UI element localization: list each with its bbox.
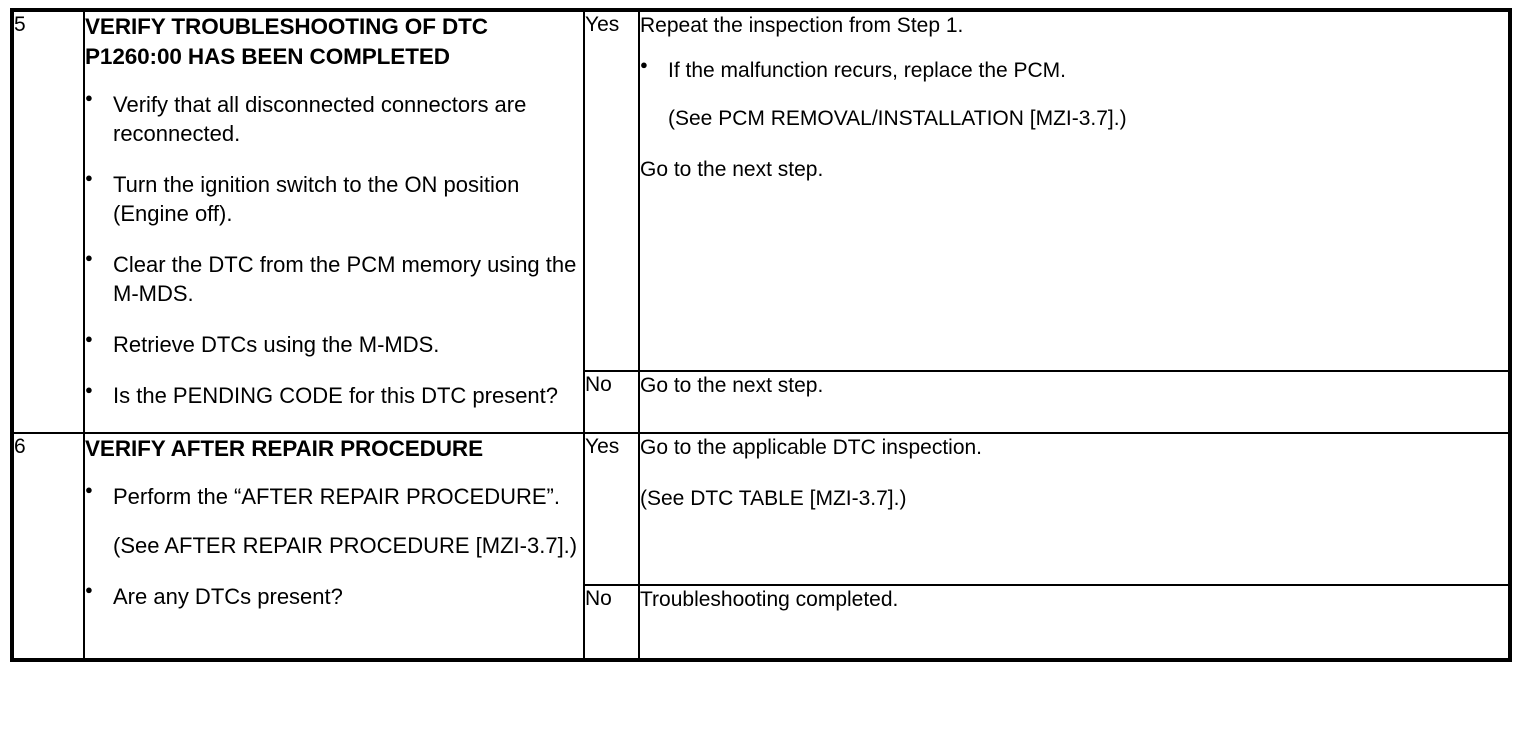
list-item: Perform the “AFTER REPAIR PROCEDURE”. (S… <box>85 481 583 560</box>
step-action-cell-6: VERIFY AFTER REPAIR PROCEDURE Perform th… <box>83 432 585 661</box>
answer-label: No <box>585 587 612 610</box>
action-text: Is the PENDING CODE for this DTC present… <box>113 383 559 409</box>
step-action-list-5: Verify that all disconnected connectors … <box>85 89 583 410</box>
result-lead: Go to the next step. <box>640 374 824 397</box>
step-number-5: 5 <box>14 13 26 36</box>
result-trail: (See DTC TABLE [MZI-3.7].) <box>640 487 907 511</box>
answer-label: Yes <box>585 435 620 458</box>
answer-cell-yes-5: Yes <box>583 9 640 372</box>
troubleshooting-table: 5 VERIFY TROUBLESHOOTING OF DTC P1260:00… <box>10 8 1512 662</box>
action-text: Perform the “AFTER REPAIR PROCEDURE”. <box>113 483 560 509</box>
result-bullet-note: (See PCM REMOVAL/INSTALLATION [MZI-3.7].… <box>668 106 1127 130</box>
answer-label: Yes <box>585 13 620 36</box>
result-cell-no-5: Go to the next step. <box>638 370 1511 434</box>
step-number-6: 6 <box>14 435 26 458</box>
result-bullet-text: If the malfunction recurs, replace the P… <box>668 59 1067 83</box>
table-row: No Go to the next step. <box>12 370 1511 434</box>
list-item: Are any DTCs present? <box>85 581 583 611</box>
action-text: Clear the DTC from the PCM memory using … <box>113 251 577 306</box>
table-row: 6 VERIFY AFTER REPAIR PROCEDURE Perform … <box>11 432 1511 661</box>
list-item: Retrieve DTCs using the M-MDS. <box>85 330 583 359</box>
step-number-cell-5: 5 <box>11 9 85 434</box>
list-item: Turn the ignition switch to the ON posit… <box>85 169 583 228</box>
table-row: 5 VERIFY TROUBLESHOOTING OF DTC P1260:00… <box>11 9 1511 434</box>
list-item: Is the PENDING CODE for this DTC present… <box>85 381 583 410</box>
step-action-cell-5: VERIFY TROUBLESHOOTING OF DTC P1260:00 H… <box>83 9 585 434</box>
table-row: No Troubleshooting completed. <box>12 584 1511 661</box>
result-lead: Go to the applicable DTC inspection. <box>640 436 983 459</box>
result-trail: Go to the next step. <box>640 157 824 181</box>
action-text: Turn the ignition switch to the ON posit… <box>113 171 520 226</box>
step-action-list-6: Perform the “AFTER REPAIR PROCEDURE”. (S… <box>85 481 583 611</box>
result-lead: Troubleshooting completed. <box>640 588 899 611</box>
action-text: Verify that all disconnected connectors … <box>113 91 527 146</box>
list-item: Verify that all disconnected connectors … <box>85 89 583 148</box>
step-title-5: VERIFY TROUBLESHOOTING OF DTC P1260:00 H… <box>85 14 488 69</box>
result-bullet-list-5-yes: If the malfunction recurs, replace the P… <box>640 57 1508 132</box>
step-number-cell-6: 6 <box>11 432 85 661</box>
step-title-6: VERIFY AFTER REPAIR PROCEDURE <box>85 436 483 461</box>
answer-cell-yes-6: Yes <box>583 432 640 586</box>
result-cell-no-6: Troubleshooting completed. <box>638 584 1511 661</box>
list-item: If the malfunction recurs, replace the P… <box>640 57 1508 132</box>
answer-label: No <box>585 373 612 396</box>
answer-cell-no-5: No <box>583 370 640 434</box>
list-item: Clear the DTC from the PCM memory using … <box>85 249 583 308</box>
result-cell-yes-5: Repeat the inspection from Step 1. If th… <box>638 9 1511 372</box>
action-text: Are any DTCs present? <box>113 583 343 609</box>
action-note: (See AFTER REPAIR PROCEDURE [MZI-3.7].) <box>113 532 578 558</box>
result-cell-yes-6: Go to the applicable DTC inspection. (Se… <box>638 432 1511 586</box>
answer-cell-no-6: No <box>583 584 640 661</box>
result-lead: Repeat the inspection from Step 1. <box>640 14 964 37</box>
action-text: Retrieve DTCs using the M-MDS. <box>113 332 440 358</box>
